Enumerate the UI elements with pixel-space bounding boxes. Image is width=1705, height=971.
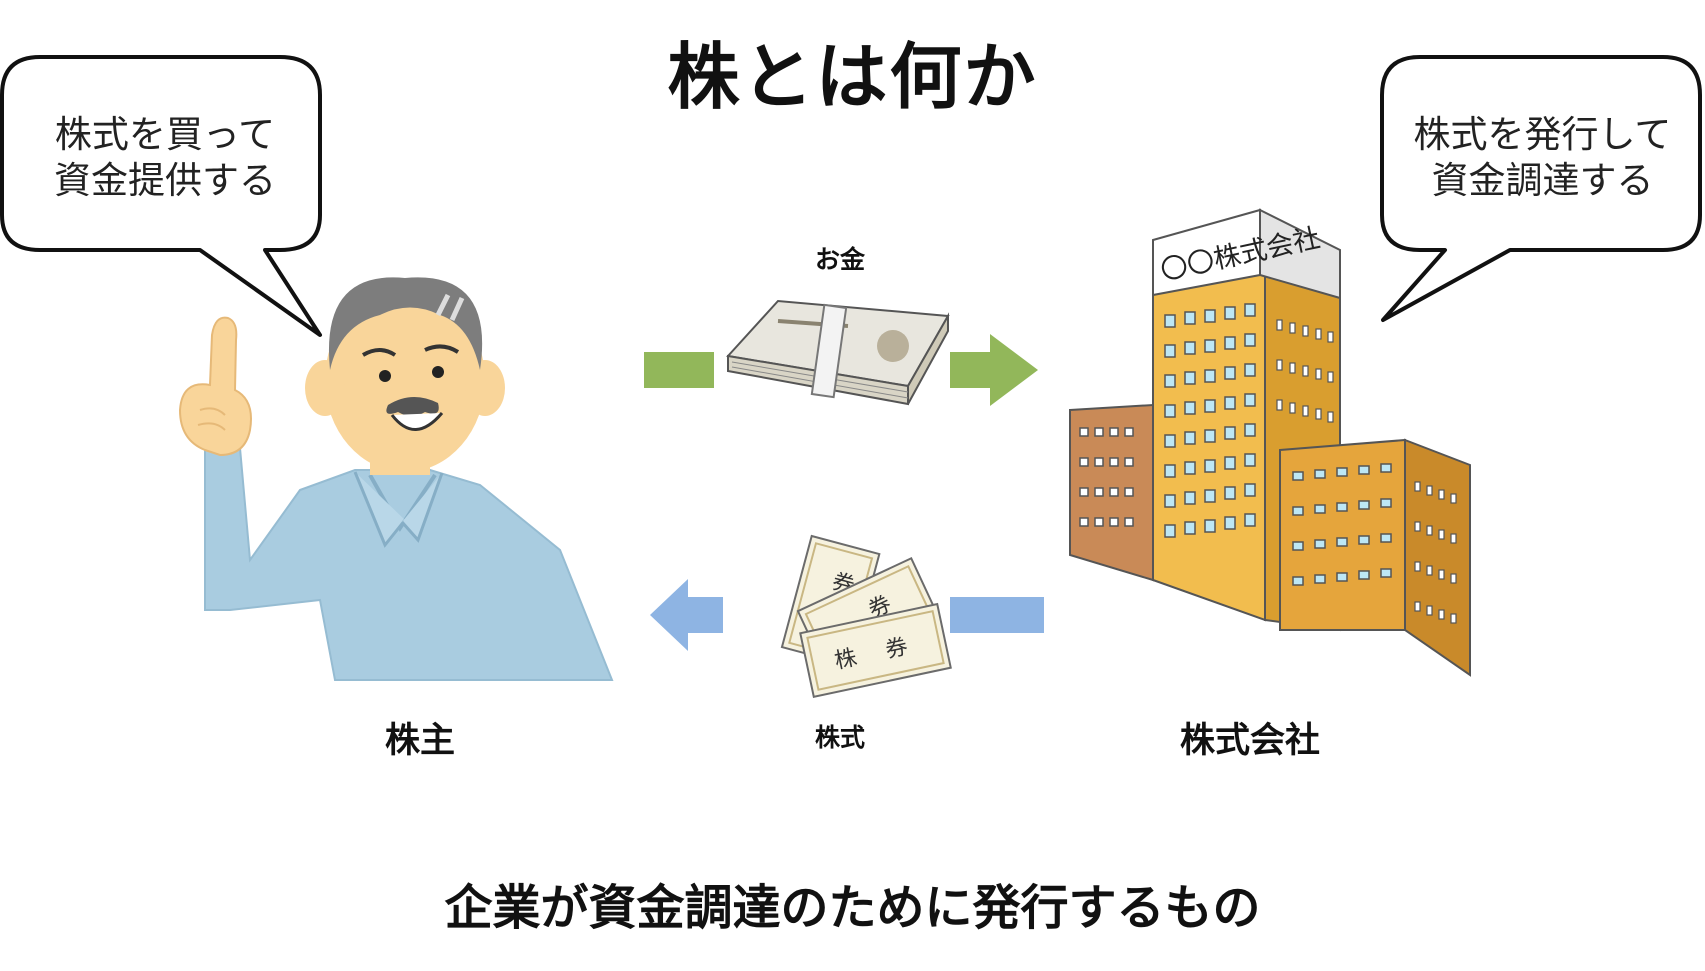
shareholder-speech-line1: 株式を買って <box>54 113 276 156</box>
svg-text:株: 株 <box>832 645 859 674</box>
company-speech-line1: 株式を発行して <box>1413 113 1672 156</box>
shareholder-person-icon <box>178 277 614 681</box>
company-speech-line2: 資金調達する <box>1431 159 1654 202</box>
company-building-icon: 〇〇株式会社 <box>1069 208 1471 677</box>
money-flow-arrow <box>644 334 1038 406</box>
svg-text:券: 券 <box>883 634 910 663</box>
stock-label: 株式 <box>814 723 865 752</box>
stock-certificate-icon: 券 券 株 券 <box>780 534 952 698</box>
shareholder-speech-bubble <box>0 55 322 337</box>
money-bundle-icon <box>726 299 950 406</box>
shareholder-label: 株主 <box>384 721 455 761</box>
page-title: 株とは何か <box>667 35 1038 119</box>
stock-flow-arrow <box>650 579 1044 651</box>
money-label: お金 <box>814 245 865 274</box>
company-label: 株式会社 <box>1179 721 1320 761</box>
shareholder-speech-line2: 資金提供する <box>54 159 276 202</box>
page-subtitle: 企業が資金調達のために発行するもの <box>444 880 1261 936</box>
company-speech-bubble <box>1380 55 1702 322</box>
